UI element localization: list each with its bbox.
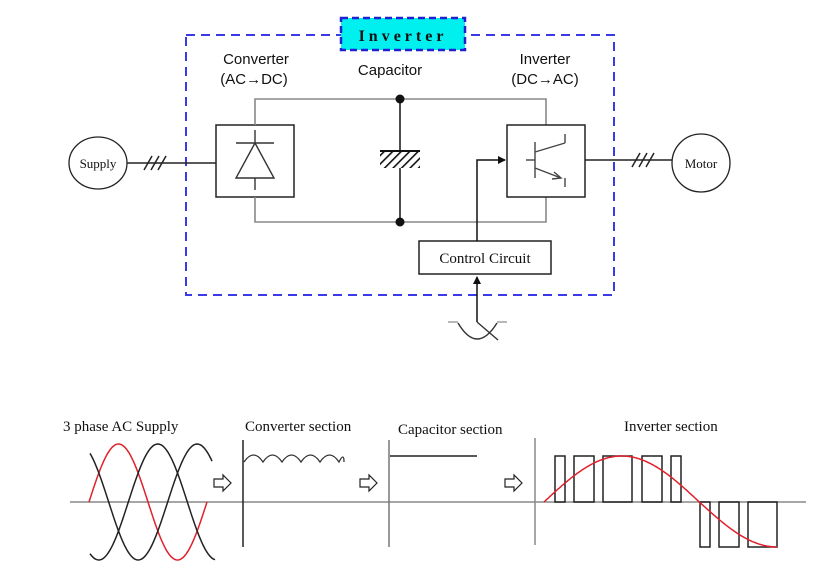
inverter-title-box: Inverter [339,16,467,52]
inverter-block: Inverter (DC→AC) [506,51,586,198]
control-circuit-block: Control Circuit [418,156,552,322]
motor-label: Motor [685,156,718,171]
junction-dot [395,94,405,104]
switch-icon [448,321,507,341]
pwm-pulse [670,455,682,503]
inverter-title: Inverter [359,28,448,45]
pwm-pulse [602,455,633,503]
pwm-pulses [554,455,778,548]
pwm-pulse [718,501,740,548]
three-phase-tick [645,152,655,168]
motor-node: Motor [671,133,731,193]
converter-block: Converter (AC→DC) [215,51,295,198]
three-phase-tick [157,155,167,171]
pwm-pulse [747,501,778,548]
motor-line [585,152,672,168]
capacitor-block: Capacitor [358,62,422,227]
pwm-pulse [554,455,566,503]
pwm-pulse [699,501,711,548]
section-label-ac-supply: 3 phase AC Supply [63,419,179,435]
pwm-pulse [641,455,663,503]
supply-label: Supply [80,156,117,171]
section-label-capacitor: Capacitor section [398,422,503,438]
capacitor-label: Capacitor [358,62,422,79]
phase-wave [89,443,216,561]
diode-icon [234,130,276,190]
section-label-inverter: Inverter section [624,419,718,435]
supply-line [127,155,216,171]
right-arrow-icon [213,473,232,493]
right-arrow-icon [504,473,523,493]
supply-node: Supply [68,136,128,190]
inverter-label-line2: (DC→AC) [511,71,579,88]
inverter-output-sine [543,455,777,548]
three-phase-tick [143,155,153,171]
junction-dot [395,217,405,227]
flow-arrows [213,473,523,493]
phase-wave [89,443,213,561]
control-circuit-label: Control Circuit [439,251,531,267]
rectified-ripple-wave [243,454,345,464]
converter-label-line1: Converter [223,51,289,68]
transistor-icon [526,134,566,187]
pwm-pulse [573,455,595,503]
three-phase-waves [88,443,216,561]
three-phase-tick [638,152,648,168]
capacitor-icon [380,151,420,168]
inverter-label-line1: Inverter [520,51,571,68]
right-arrow-icon [359,473,378,493]
control-signal-arrow [476,156,506,241]
three-phase-tick [150,155,160,171]
phase-wave-red [88,443,208,561]
three-phase-tick [631,152,641,168]
converter-label-line2: (AC→DC) [220,71,288,88]
section-label-converter: Converter section [245,419,352,435]
